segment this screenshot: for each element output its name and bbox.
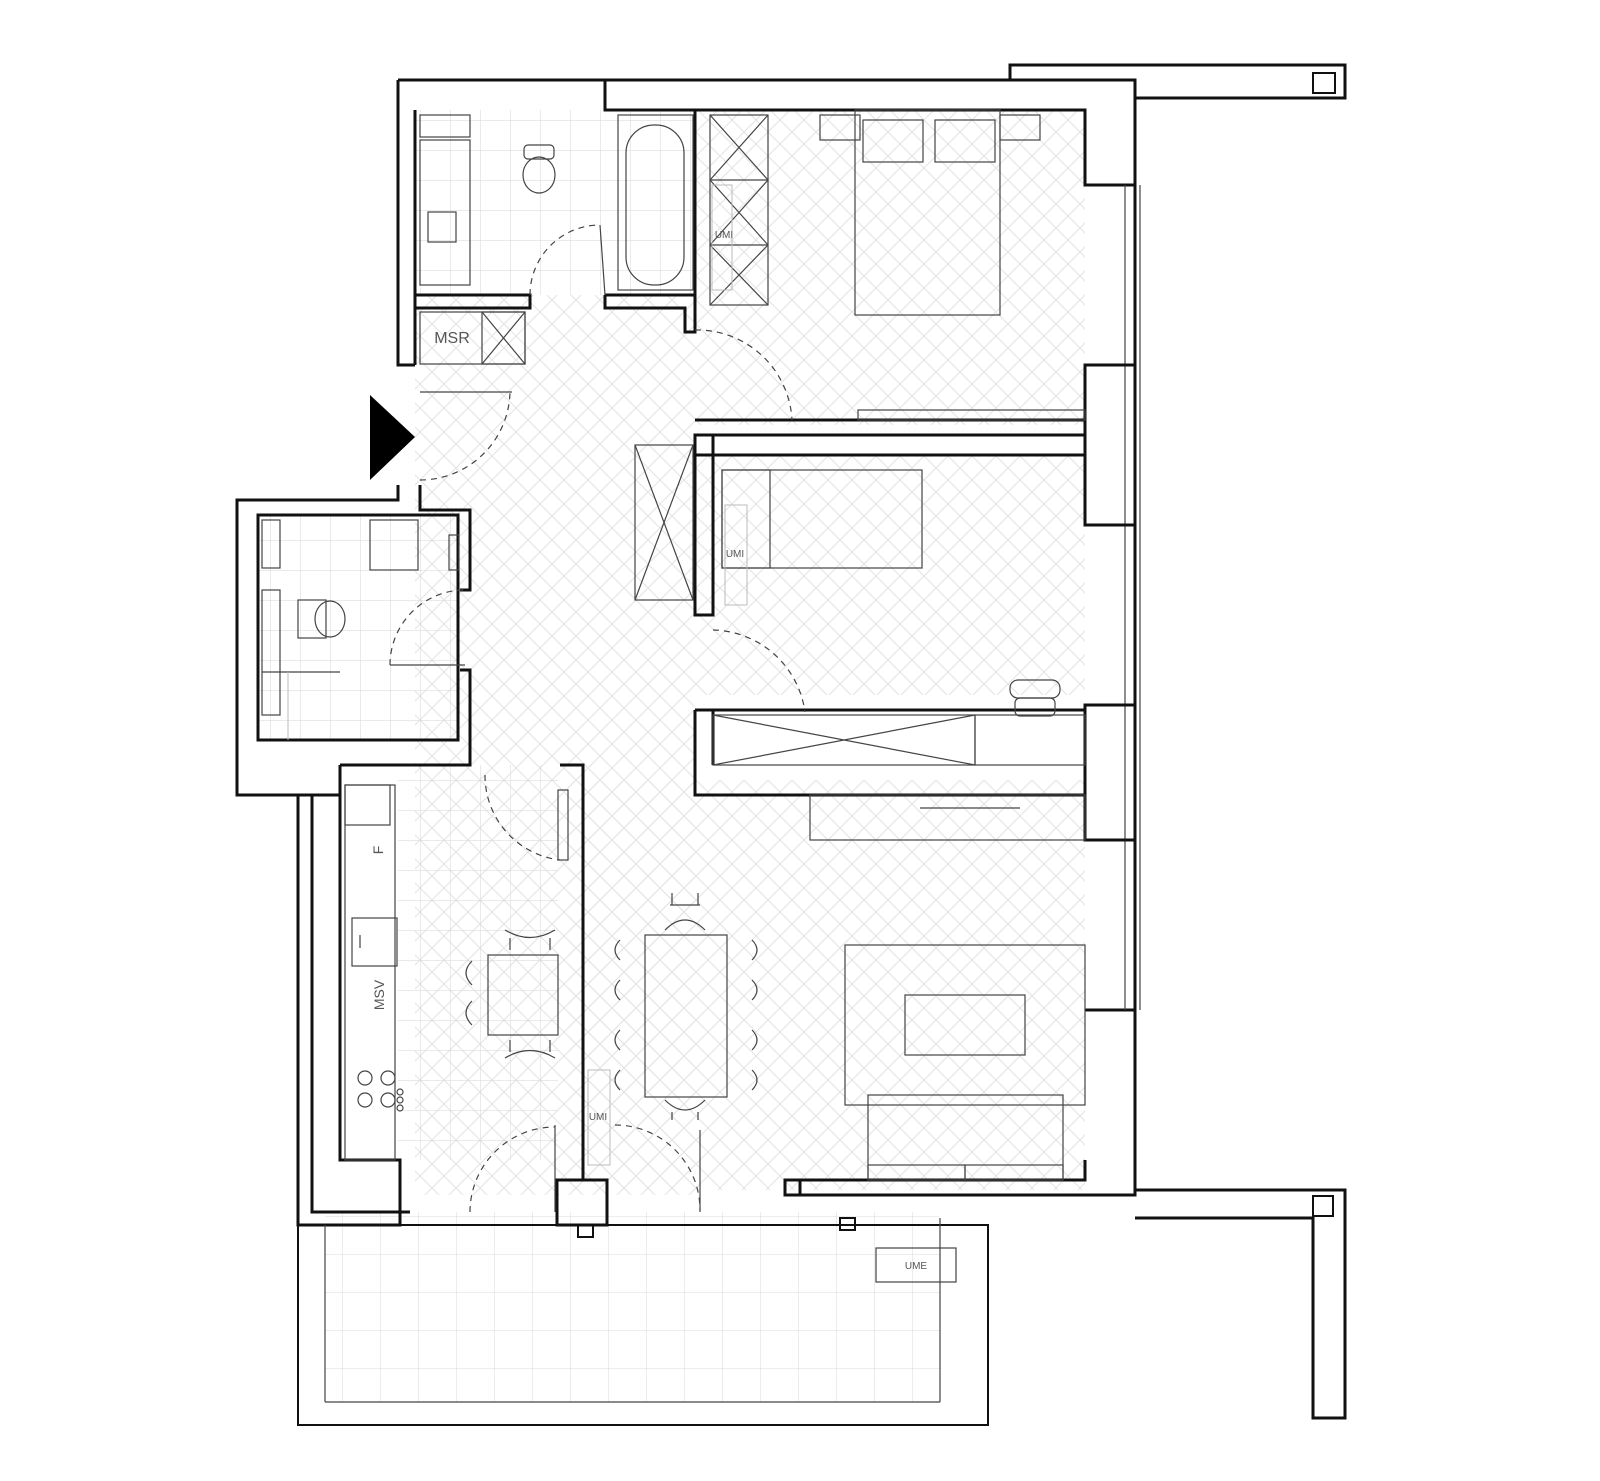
- floor-fills: [258, 110, 1085, 1402]
- interior-walls: [340, 110, 1087, 1238]
- bedroom-2-furniture: UMI: [712, 469, 1086, 766]
- wc-fixtures: [261, 519, 466, 740]
- msv-label: MSV: [371, 979, 387, 1010]
- bathroom-fixtures: [419, 114, 694, 296]
- wc-floor: [258, 515, 458, 740]
- kitchen-fixtures: F MSV: [344, 774, 569, 1213]
- msr-cabinet: MSR: [419, 311, 526, 365]
- entrance-arrow: [370, 395, 415, 480]
- bedroom-1-furniture: UMI: [694, 109, 1086, 421]
- window-piers: [1083, 363, 1137, 842]
- living-room-floor: [570, 780, 1085, 1190]
- msr-label: MSR: [434, 330, 470, 347]
- bedroom-1-floor: [695, 110, 1085, 425]
- living-room-furniture: UMI: [587, 794, 1086, 1212]
- hallway-wardrobe: [634, 444, 694, 601]
- umi-label-living: UMI: [589, 1112, 607, 1123]
- terrace-floor: [325, 1212, 940, 1402]
- umi-label-bedroom-1: UMI: [715, 230, 733, 241]
- entrance-door: [419, 391, 512, 481]
- bedroom-2-floor: [695, 455, 1085, 695]
- kitchen-floor: [398, 765, 558, 1160]
- terrace: UME: [297, 1218, 989, 1426]
- bathroom-floor: [415, 110, 695, 295]
- fridge-label: F: [370, 846, 386, 855]
- umi-label-bedroom-2: UMI: [726, 549, 744, 560]
- ume-label: UME: [905, 1261, 928, 1272]
